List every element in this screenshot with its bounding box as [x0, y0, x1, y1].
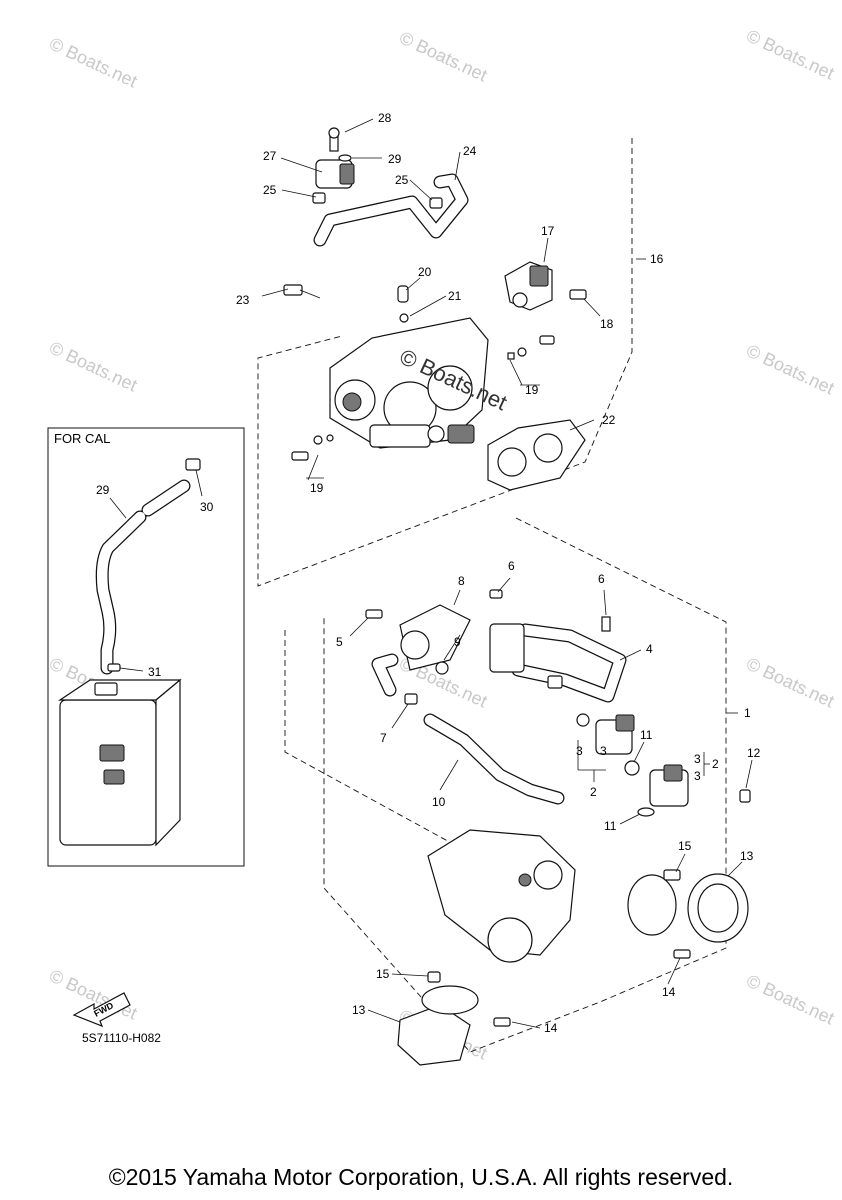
- callout-17: 17: [541, 224, 555, 238]
- callout-6-left: 6: [508, 559, 515, 573]
- callout-2-right: 2: [712, 757, 719, 771]
- callout-11-lower: 11: [604, 819, 617, 833]
- sensor-assembly: [312, 127, 469, 247]
- diagram-code: 5S71110-H082: [82, 1031, 161, 1045]
- callout-23: 23: [236, 293, 250, 307]
- assembly-outlines: [257, 138, 738, 1053]
- callout-14-lower: 14: [544, 1021, 558, 1035]
- callout-10: 10: [432, 795, 446, 809]
- callout-25-right: 25: [395, 173, 409, 187]
- throttle-body: [283, 261, 587, 491]
- outline-throttle-body: [257, 138, 633, 587]
- leader-lines: [109, 118, 753, 1029]
- callout-26: 27: [263, 149, 277, 163]
- callout-8: 8: [458, 574, 465, 588]
- outline-intake: [323, 517, 727, 1053]
- callout-24: 24: [463, 144, 477, 158]
- callout-3-c: 3: [694, 752, 701, 766]
- watermark-bottom-right: © Boats.net: [743, 970, 837, 1028]
- callout-22: 22: [602, 413, 616, 427]
- callout-11-upper: 11: [640, 728, 653, 742]
- charcoal-canister: [58, 678, 182, 847]
- parts-diagram: © Boats.net © Boats.net © Boats.net © Bo…: [46, 25, 837, 1066]
- watermark-top-left: © Boats.net: [46, 33, 140, 91]
- watermark-mid-left: © Boats.net: [46, 337, 140, 395]
- watermark-top-right: © Boats.net: [743, 25, 837, 83]
- callout-19-left: 19: [310, 481, 324, 495]
- callout-15-lower: 15: [376, 967, 390, 981]
- callout-29: 29: [96, 483, 110, 497]
- callout-2-left: 2: [590, 785, 597, 799]
- callout-3-a: 3: [576, 744, 583, 758]
- watermark-low-right: © Boats.net: [743, 653, 837, 711]
- callout-4: 4: [646, 642, 653, 656]
- callout-18: 18: [600, 317, 614, 331]
- callout-27: 28: [378, 111, 392, 125]
- callout-1: 1: [744, 706, 751, 720]
- callout-3-d: 3: [694, 769, 701, 783]
- intake-assembly: [365, 589, 751, 1066]
- callout-19-right: 19: [525, 383, 539, 397]
- callout-9: 9: [454, 635, 461, 649]
- callout-6-right: 6: [598, 572, 605, 586]
- watermark-top-mid: © Boats.net: [396, 27, 490, 85]
- outline-intake-inner: [284, 630, 456, 846]
- callout-16: 16: [650, 252, 664, 266]
- callout-15-right: 15: [678, 839, 692, 853]
- copyright-notice: ©2015 Yamaha Motor Corporation, U.S.A. A…: [108, 1164, 734, 1190]
- callout-20: 20: [418, 265, 432, 279]
- for-cal-box: FOR CAL: [47, 427, 245, 867]
- callout-labels: 28 29 27 25 25 24 17 16 20 21 23 18 19 2…: [96, 111, 761, 1035]
- callout-28: 29: [388, 152, 402, 166]
- callout-21: 21: [448, 289, 462, 303]
- callout-30: 30: [200, 500, 214, 514]
- callout-14-right: 14: [662, 985, 676, 999]
- for-cal-title: FOR CAL: [54, 431, 110, 446]
- callout-13-right: 13: [740, 849, 754, 863]
- callout-25-left: 25: [263, 183, 277, 197]
- callout-31: 31: [148, 665, 162, 679]
- callout-3-b: 3: [600, 744, 607, 758]
- watermark-mid-right: © Boats.net: [743, 340, 837, 398]
- callout-7: 7: [380, 731, 387, 745]
- callout-5: 5: [336, 635, 343, 649]
- callout-13-lower: 13: [352, 1003, 366, 1017]
- callout-12: 12: [747, 746, 761, 760]
